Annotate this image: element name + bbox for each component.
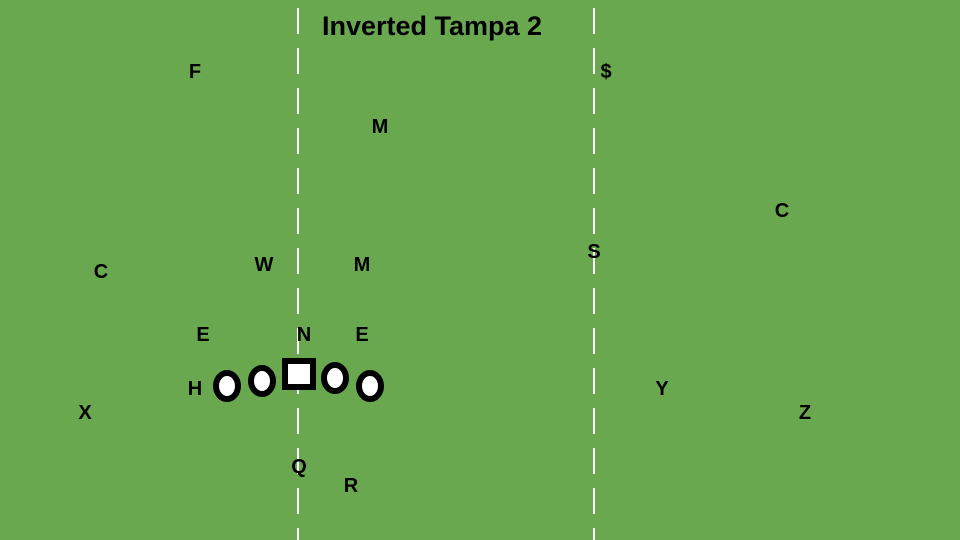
defender-n: N	[296, 324, 312, 346]
offensive-lineman-left-guard	[248, 365, 276, 397]
offensive-lineman-left-tackle	[213, 370, 241, 402]
offensive-lineman-right-tackle	[356, 370, 384, 402]
offense-h: H	[187, 378, 203, 400]
defender-m: M	[353, 254, 371, 276]
offense-q: Q	[291, 456, 307, 478]
defender-c-left: C	[93, 261, 109, 283]
offense-x: X	[78, 402, 92, 424]
defender-m-deep: M	[371, 116, 389, 138]
offense-y: Y	[655, 378, 669, 400]
defender-e-left: E	[196, 324, 210, 346]
center-square	[282, 358, 316, 390]
defender-w: W	[254, 254, 274, 276]
defender-s: S	[587, 241, 601, 263]
offense-z: Z	[798, 402, 812, 424]
offense-r: R	[343, 475, 359, 497]
defender-f: F	[188, 61, 202, 83]
offensive-lineman-right-guard	[321, 362, 349, 394]
defender-c-right: C	[774, 200, 790, 222]
defender-e-right: E	[355, 324, 369, 346]
play-title: Inverted Tampa 2	[322, 11, 543, 41]
defender-dollar: $	[600, 61, 612, 83]
